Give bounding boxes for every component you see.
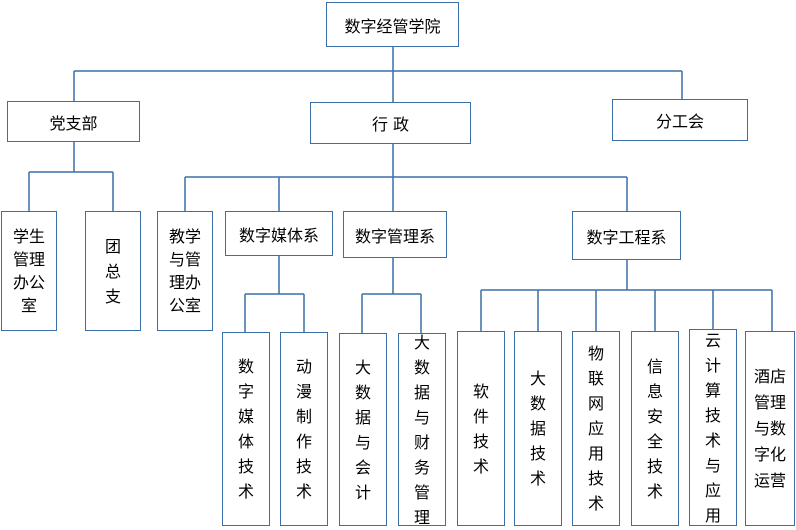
- node-major-big-data-finance: 大数据与财务管理: [398, 333, 446, 527]
- node-administration: 行 政: [310, 102, 471, 144]
- node-major-label: 动漫制作技术: [296, 357, 313, 501]
- node-media-dept: 数字媒体系: [225, 211, 333, 256]
- node-union: 分工会: [612, 99, 748, 141]
- node-major-label: 大数据与会计: [355, 357, 372, 502]
- node-league-branch: 团总支: [85, 211, 141, 331]
- node-teaching-office-label: 教学与管理办公室: [168, 227, 201, 315]
- node-major-hotel: 酒店管理与数字化运营: [745, 331, 795, 526]
- node-major-label: 物联网应用技术: [588, 344, 605, 513]
- node-major-software: 软件技术: [457, 331, 505, 526]
- node-major-cloud: 云计算技术与应用: [689, 329, 737, 526]
- node-major-label: 数字媒体技术: [238, 357, 255, 501]
- node-major-label: 酒店管理与数字化运营: [753, 366, 786, 490]
- node-administration-label: 行 政: [371, 115, 410, 134]
- node-student-office-label: 学生管理办公室: [12, 227, 45, 315]
- node-major-big-data-accounting: 大数据与会计: [339, 333, 387, 526]
- node-management-dept-label: 数字管理系: [354, 226, 435, 246]
- node-league-branch-label: 团总支: [104, 236, 121, 306]
- node-root-label: 数字经管学院: [344, 16, 441, 36]
- node-student-office: 学生管理办公室: [1, 211, 57, 331]
- node-major-animation: 动漫制作技术: [280, 332, 328, 526]
- node-major-label: 信息安全技术: [647, 356, 664, 501]
- node-major-label: 云计算技术与应用: [705, 330, 722, 525]
- node-engineering-dept-label: 数字工程系: [586, 227, 667, 247]
- node-major-big-data-tech: 大数据技术: [514, 331, 562, 526]
- node-management-dept: 数字管理系: [343, 211, 447, 258]
- node-root: 数字经管学院: [326, 2, 459, 47]
- node-party-branch: 党支部: [7, 101, 140, 142]
- node-union-label: 分工会: [655, 112, 704, 131]
- node-major-digital-media-tech: 数字媒体技术: [222, 332, 270, 526]
- node-major-label: 大数据与财务管理: [414, 332, 431, 527]
- node-engineering-dept: 数字工程系: [572, 211, 681, 260]
- node-media-dept-label: 数字媒体系: [238, 225, 319, 245]
- node-teaching-office: 教学与管理办公室: [157, 211, 213, 331]
- node-major-label: 软件技术: [473, 381, 490, 476]
- node-party-branch-label: 党支部: [49, 113, 98, 133]
- node-major-label: 大数据技术: [530, 369, 547, 488]
- node-major-iot: 物联网应用技术: [572, 331, 620, 526]
- node-major-infosec: 信息安全技术: [631, 331, 679, 526]
